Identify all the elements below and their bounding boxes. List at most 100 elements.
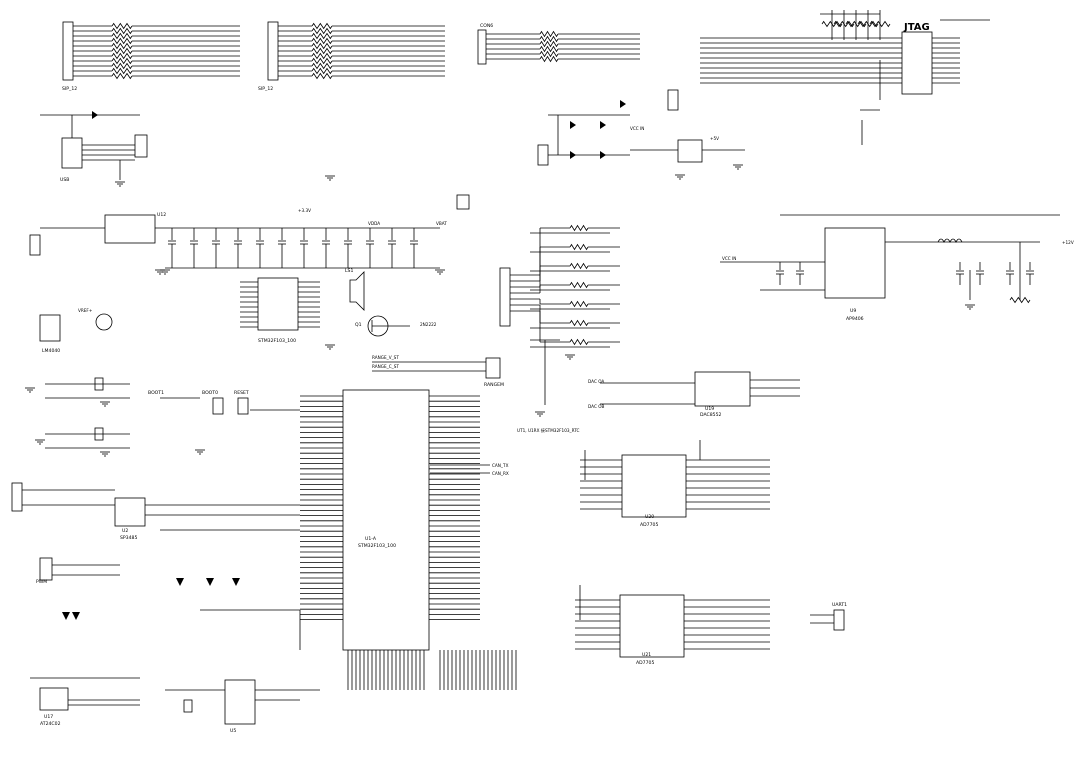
dac-ref: U19 xyxy=(705,406,714,412)
rs485-connector xyxy=(11,482,23,512)
reset-label: RESET xyxy=(234,390,249,396)
rs485-ref: U2 xyxy=(122,528,128,534)
adc-u21-part: AD7705 xyxy=(636,660,654,666)
eeprom-group: U17 AT24C02 xyxy=(30,677,140,727)
connector-j8-group: SIP_12 xyxy=(62,21,240,92)
oscillator-group xyxy=(45,377,130,449)
jtag-group: JTAG xyxy=(700,10,990,145)
adc-u20-group: U20 AD7705 xyxy=(580,440,770,528)
adc-connector xyxy=(499,267,511,327)
usb-uart-u5 xyxy=(224,679,256,725)
ldo-ref: U12 xyxy=(157,212,166,218)
mcu-u1a-group: U1-A STM32F103_100 xyxy=(300,389,517,690)
usb-connector xyxy=(61,137,83,169)
rectifier-group: VCC IN +5V xyxy=(537,89,745,166)
range-v-net: RANGE_V_ST xyxy=(372,355,399,360)
reset-connector xyxy=(237,397,249,415)
connector-j6-label: CON6 xyxy=(480,23,493,29)
note-top: UT1, U1RX 接STM32F103_RTC xyxy=(517,427,580,434)
can-group: CAN_TX CAN_RX UT1, U1RX 接STM32F103_RTC xyxy=(430,427,580,476)
adc-u21-group: U21 AD7705 xyxy=(575,585,770,666)
speaker-ref: LS1 xyxy=(345,268,353,274)
eeprom-ref: U17 xyxy=(44,714,53,720)
vbat-connector xyxy=(456,194,470,210)
adc-input-group xyxy=(499,224,620,405)
connector-j6-group: CON6 xyxy=(477,23,640,65)
mcu-part: STM32F103_100 xyxy=(358,543,396,549)
can-tx-net: CAN_TX xyxy=(492,463,509,468)
boot0-connector xyxy=(212,397,224,415)
rs485-group: U2 SP3485 xyxy=(11,482,300,541)
power-connector xyxy=(537,144,549,166)
range-c-net: RANGE_C_ST xyxy=(372,364,399,369)
boot1-label: BOOT1 xyxy=(148,390,164,396)
buck-u9 xyxy=(824,227,886,299)
buck-group: U9 AP9406 VCC IN +12V xyxy=(720,214,1074,322)
power-connector-2 xyxy=(667,89,679,111)
usb-power-group: USB xyxy=(40,111,148,183)
rs485-u2 xyxy=(114,497,146,527)
adc-u21-ref: U21 xyxy=(642,652,651,658)
can-rx-net: CAN_RX xyxy=(492,471,509,476)
jtag-header xyxy=(901,31,933,95)
speaker-ls1 xyxy=(349,271,365,311)
usb-connector-label: USB xyxy=(60,177,69,183)
vref-u14 xyxy=(39,314,61,342)
ldo-input-connector xyxy=(29,234,41,256)
buck-vin-net: VCC IN xyxy=(722,256,736,261)
net-33v-label: +3.3V xyxy=(298,208,311,213)
uart-label: UART1 xyxy=(832,602,847,608)
uart-connector xyxy=(833,609,845,631)
mcu-b-part: STM32F103_100 xyxy=(258,338,296,344)
net-vref-label: VREF+ xyxy=(78,308,93,313)
dac-part: DAC8552 xyxy=(700,412,721,418)
connector-j9 xyxy=(267,21,279,81)
connector-j6 xyxy=(477,29,487,65)
speaker-group: LS1 Q1 2N2222 xyxy=(345,268,437,337)
connector-j8-label: SIP_12 xyxy=(62,86,77,92)
connector-j8 xyxy=(62,21,74,81)
adc-u21 xyxy=(619,594,685,658)
dac-u19 xyxy=(694,371,751,407)
vref-group: LM4040 VREF+ xyxy=(39,308,113,354)
adc-u20-part: AD7705 xyxy=(640,522,658,528)
net-5v-label: +5V xyxy=(710,136,719,141)
buck-out-net: +12V xyxy=(1062,240,1074,245)
range-connector xyxy=(485,357,501,379)
usb-secondary-connector xyxy=(134,134,148,158)
buck-part: AP9406 xyxy=(846,316,864,322)
eeprom-u17 xyxy=(39,687,69,711)
diode-d1 xyxy=(92,111,98,119)
pwm-label: PWM xyxy=(36,579,47,585)
transistor-ref: Q1 xyxy=(355,322,362,328)
regulator-u7 xyxy=(677,139,703,163)
eeprom-part: AT24C02 xyxy=(40,721,61,727)
jtag-title: JTAG xyxy=(903,22,930,33)
buck-ref: U9 xyxy=(850,308,856,314)
mcu-u1a xyxy=(342,389,430,651)
boot-group: BOOT0 RESET BOOT1 xyxy=(148,390,300,415)
ldo-group: U12 +3.3V VDDA VBAT xyxy=(29,194,470,275)
rs485-part: SP3485 xyxy=(120,535,137,541)
range-label: RANGEM xyxy=(484,382,504,388)
net-vbat-label: VBAT xyxy=(436,221,447,226)
connector-j9-label: SIP_12 xyxy=(258,86,273,92)
mcu-u1b xyxy=(257,277,299,331)
usb-uart-ref: U5 xyxy=(230,728,236,734)
mcu-b-group: STM32F103_100 xyxy=(240,277,320,344)
adc-u20 xyxy=(621,454,687,518)
ldo-u12 xyxy=(104,214,156,244)
pwm-connector xyxy=(39,557,53,581)
transistor-part: 2N2222 xyxy=(420,322,437,327)
usb-uart-crystal xyxy=(183,699,193,713)
uart-group: UART1 xyxy=(810,602,847,631)
pwm-group: PWM xyxy=(36,557,240,620)
dac-ob-net: DAC OB xyxy=(588,404,604,409)
net-vcc-in-label: VCC IN xyxy=(630,126,644,131)
net-vdda-label: VDDA xyxy=(368,221,380,226)
usb-uart-group: U5 xyxy=(165,609,320,734)
boot0-label: BOOT0 xyxy=(202,390,218,396)
connector-j9-group: SIP_12 xyxy=(258,21,445,92)
mcu-ref: U1-A xyxy=(365,536,377,542)
